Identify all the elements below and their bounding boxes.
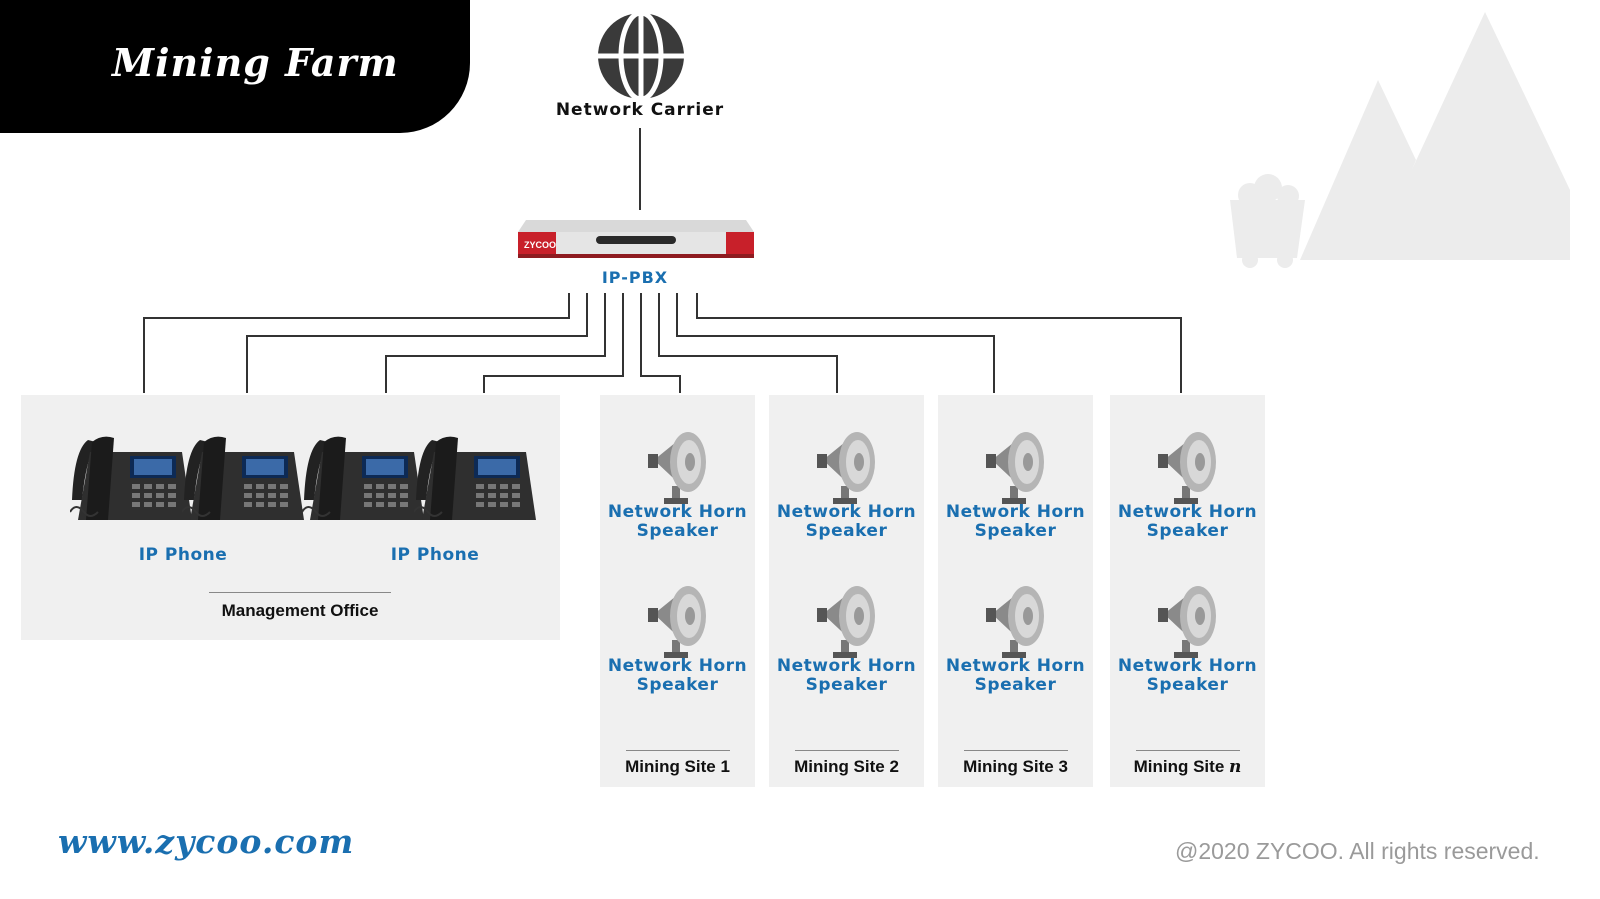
mining-site-title: Mining Site 1 — [625, 757, 730, 776]
mining-site-title: Mining Site 2 — [794, 757, 899, 776]
mine-cart-icon — [1230, 174, 1305, 268]
site-separator — [1136, 750, 1240, 751]
horn-speaker-label: Network Horn Speaker — [607, 656, 748, 695]
link-phone-3 — [385, 293, 606, 393]
page-title: Mining Farm — [112, 40, 399, 85]
copyright-text: @2020 ZYCOO. All rights reserved. — [1175, 838, 1540, 864]
mountain-icon — [1370, 12, 1570, 260]
horn-speaker-icon — [1158, 586, 1216, 658]
horn-speaker-icon — [648, 586, 706, 658]
site-separator — [964, 750, 1068, 751]
link-phone-4 — [483, 293, 624, 393]
horn-speaker-label: Network Horn Speaker — [945, 502, 1086, 541]
horn-speaker-icon — [986, 432, 1044, 504]
title-banner — [0, 0, 470, 133]
network-carrier-label: Network Carrier — [555, 100, 725, 120]
ip-phone-icon — [414, 435, 536, 521]
link-site-1 — [640, 293, 681, 393]
mining-site-title: Mining Site n — [1110, 757, 1265, 777]
link-site-2 — [658, 293, 838, 393]
ip-phone-icon — [182, 435, 304, 521]
office-separator — [209, 592, 391, 593]
link-phone-2 — [246, 293, 588, 393]
site-separator — [795, 750, 899, 751]
mountain-icon — [1300, 80, 1416, 260]
management-office-title: Management Office — [221, 601, 379, 620]
horn-speaker-icon — [1158, 432, 1216, 504]
ip-phone-label: IP Phone — [138, 545, 228, 565]
mining-site-title-n: n — [1229, 757, 1242, 777]
horn-speaker-icon — [817, 586, 875, 658]
ip-phone-icon — [70, 435, 192, 521]
horn-speaker-label: Network Horn Speaker — [945, 656, 1086, 695]
horn-speaker-label: Network Horn Speaker — [776, 656, 917, 695]
horn-speaker-label: Network Horn Speaker — [1117, 656, 1258, 695]
horn-speaker-icon — [648, 432, 706, 504]
ip-pbx-label: IP-PBX — [601, 268, 669, 287]
link-phone-1 — [143, 293, 570, 393]
horn-speaker-icon — [986, 586, 1044, 658]
ip-phone-icon — [302, 435, 424, 521]
website-link[interactable]: www.zycoo.com — [58, 822, 355, 861]
horn-speaker-label: Network Horn Speaker — [607, 502, 748, 541]
mining-site-title: Mining Site 3 — [963, 757, 1068, 776]
mountain-watermark — [1230, 12, 1570, 268]
svg-text:ZYCOO: ZYCOO — [524, 240, 556, 250]
ip-pbx-device: ZYCOO — [518, 220, 754, 258]
link-site-n — [696, 293, 1182, 393]
site-separator — [626, 750, 730, 751]
horn-speaker-label: Network Horn Speaker — [776, 502, 917, 541]
globe-icon — [597, 12, 685, 100]
horn-speaker-icon — [817, 432, 875, 504]
mining-site-title-prefix: Mining Site — [1133, 757, 1229, 776]
link-site-3 — [676, 293, 995, 393]
horn-speaker-label: Network Horn Speaker — [1117, 502, 1258, 541]
ip-phone-label: IP Phone — [390, 545, 480, 565]
